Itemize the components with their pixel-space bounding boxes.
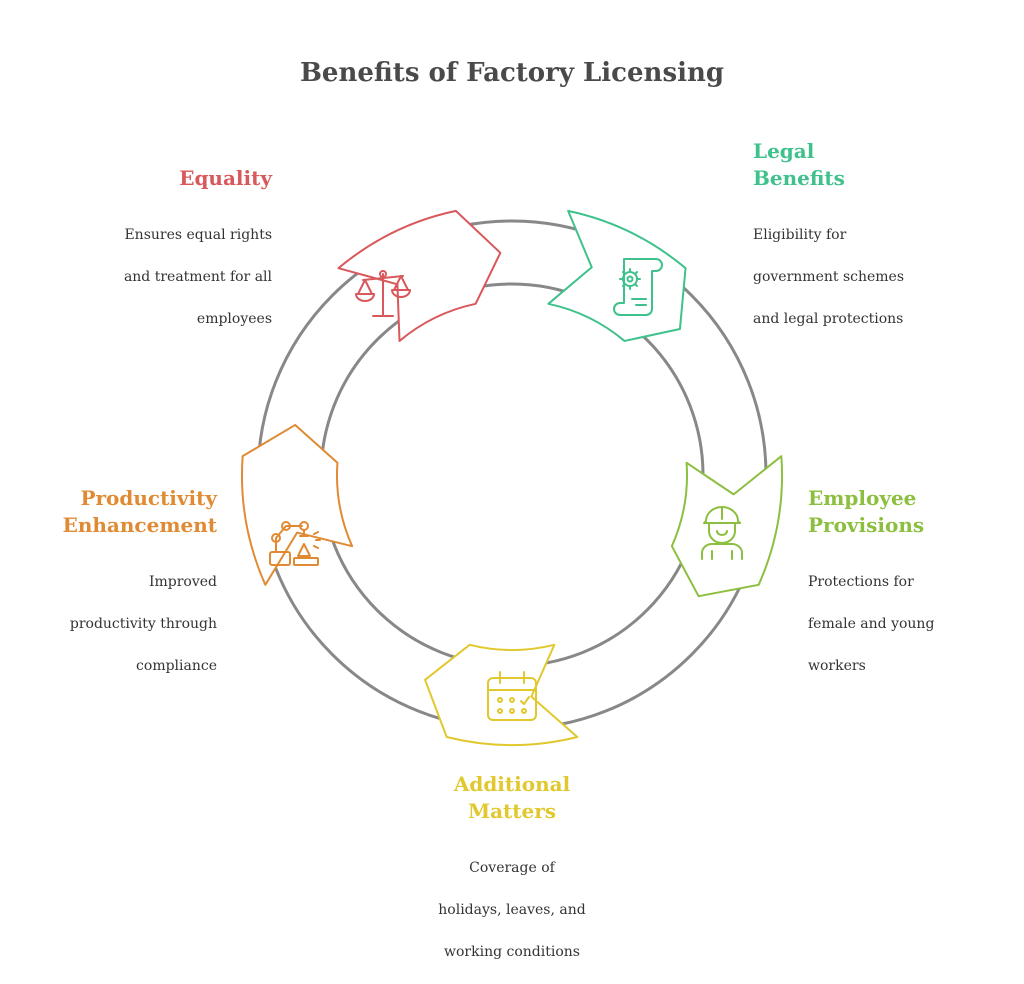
title-line: Benefits [753,166,845,190]
segment-additional-matters: Additional Matters Coverage of holidays,… [392,771,632,984]
description-line: Improved [148,574,217,590]
scales-icon [355,270,411,317]
diagram-title: Benefits of Factory Licensing [299,58,725,88]
description-line: Eligibility for [753,227,847,243]
robot-arm-icon [269,521,321,566]
segment-legal-benefits: Legal Benefits Eligibility for governmen… [753,138,963,351]
description-line: workers [808,658,866,674]
segment-equality-description: Ensures equal rights and treatment for a… [100,204,272,351]
title-line: Matters [467,799,557,823]
description-line: productivity through [69,616,217,632]
worker-helmet-icon [701,506,743,560]
segment-legal-benefits-description: Eligibility for government schemes and l… [753,204,963,351]
description-line: Coverage of [469,860,555,876]
cycle-diagram [241,209,783,746]
segment-block-productivity [241,423,354,586]
description-line: female and young [808,616,935,632]
segment-employee-provisions-title: Employee Provisions [808,485,1008,539]
segment-productivity-enhancement-title: Productivity Enhancement [20,485,217,539]
title-line: Enhancement [62,513,217,537]
title-line: Productivity [80,486,217,510]
segment-employee-provisions-description: Protections for female and young workers [808,551,1008,698]
description-line: working conditions [444,944,580,960]
title-line: Employee [808,486,917,510]
segment-employee-provisions: Employee Provisions Protections for fema… [808,485,1008,698]
title-line: Equality [179,166,272,190]
segment-block-equality [337,209,502,342]
inner-ring [319,282,705,668]
certificate-scroll-icon [613,258,663,316]
description-line: government schemes [753,269,905,285]
title-line: Provisions [808,513,925,537]
calendar-icon [487,671,537,721]
description-line: and legal protections [753,311,904,327]
segment-block-legal [547,209,687,342]
segment-block-employee [670,455,783,598]
segment-legal-benefits-title: Legal Benefits [753,138,963,192]
segment-additional-matters-title: Additional Matters [392,771,632,825]
description-line: Ensures equal rights [124,227,272,243]
title-line: Legal [753,139,815,163]
segment-productivity-enhancement: Productivity Enhancement Improved produc… [20,485,217,698]
segment-equality: Equality Ensures equal rights and treatm… [100,165,272,351]
description-line: compliance [136,658,217,674]
description-line: Protections for [808,574,914,590]
description-line: and treatment for all [123,269,272,285]
segment-block-additional [424,643,579,746]
description-line: employees [196,311,272,327]
segment-productivity-enhancement-description: Improved productivity through compliance [20,551,217,698]
title-line: Additional [453,772,571,796]
description-line: holidays, leaves, and [438,902,586,918]
segment-additional-matters-description: Coverage of holidays, leaves, and workin… [392,837,632,984]
segment-equality-title: Equality [100,165,272,192]
